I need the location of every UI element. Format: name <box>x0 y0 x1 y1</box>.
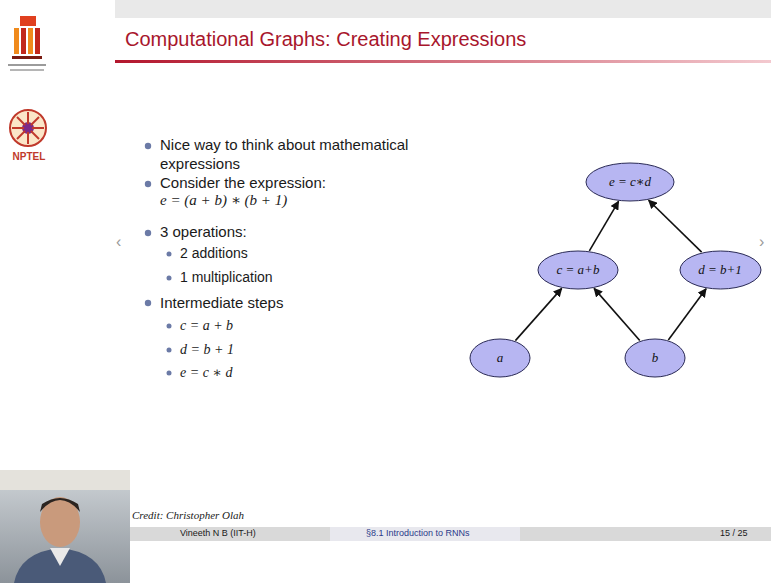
title-rule <box>115 60 771 63</box>
graph-node: b <box>624 338 686 378</box>
node-label: e = c∗d <box>609 174 651 190</box>
bullet-text: 3 operations: <box>160 223 247 242</box>
graph-arrow <box>589 201 618 250</box>
nav-arrow: › <box>759 232 764 252</box>
bullet-text: Intermediate steps <box>160 294 283 313</box>
node-label: d = b+1 <box>698 262 742 278</box>
sub-bullet-text: 1 multiplication <box>180 269 273 287</box>
logo-caption: NPTEL <box>10 151 48 164</box>
nav-arrow: ‹ <box>116 232 121 252</box>
nptel-logo <box>10 110 46 146</box>
node-label: b <box>652 350 659 366</box>
graph-arrow <box>649 200 702 252</box>
sub-bullet-text: 2 additions <box>180 245 248 263</box>
iith-logo <box>8 16 46 71</box>
bullet-text: Consider the expression: <box>160 174 326 193</box>
slide-title: Computational Graphs: Creating Expressio… <box>125 28 526 51</box>
graph-arrow <box>668 289 706 340</box>
node-label: a <box>497 350 504 366</box>
math-expression: d = b + 1 <box>180 341 234 359</box>
math-expression: e = c ∗ d <box>180 364 232 382</box>
math-expression: e = (a + b) ∗ (b + 1) <box>160 191 287 210</box>
graph-node: c = a+b <box>537 250 619 290</box>
credit-note: Credit: Christopher Olah <box>132 509 244 523</box>
graph-node: d = b+1 <box>679 250 762 290</box>
bullet-text: Nice way to think about mathematical exp… <box>160 136 455 174</box>
graph-arrow <box>594 288 640 340</box>
node-label: c = a+b <box>557 262 600 278</box>
graph-node: e = c∗d <box>585 162 675 202</box>
footer-author: Vineeth N B (IIT-H) <box>180 528 256 539</box>
graph-arrow <box>515 288 561 340</box>
footer-bar-mid <box>330 527 520 541</box>
math-expression: c = a + b <box>180 317 233 335</box>
footer-page: 15 / 25 <box>720 528 748 539</box>
graph-node: a <box>469 338 531 378</box>
footer-bar <box>130 527 771 541</box>
footer-section: §8.1 Introduction to RNNs <box>366 528 470 539</box>
header-band <box>115 0 771 18</box>
presenter-video <box>0 470 130 583</box>
